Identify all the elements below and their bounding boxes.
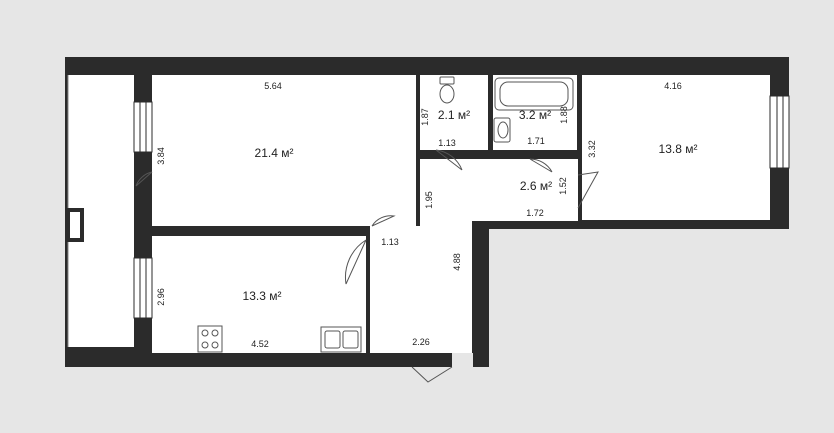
kitchen-height: 2.96 — [156, 288, 166, 306]
toilet-height: 1.87 — [420, 108, 430, 126]
living-room — [152, 75, 416, 226]
small-hall — [472, 159, 578, 221]
toilet-width: 1.13 — [438, 138, 456, 148]
small-hall-width: 1.72 — [526, 208, 544, 218]
toilet-fixture — [439, 76, 455, 104]
hallway-lower — [370, 226, 472, 353]
kitchen — [152, 236, 366, 353]
stove-fixture — [197, 325, 223, 353]
door-swings — [135, 149, 599, 383]
bathroom-width: 1.71 — [527, 136, 545, 146]
balcony-radiator-inner — [70, 212, 80, 238]
bathroom-height: 1.88 — [559, 106, 569, 124]
toilet-area: 2.1 м² — [438, 108, 470, 122]
living-room-height: 3.84 — [156, 147, 166, 165]
kitchen-width: 4.52 — [251, 339, 269, 349]
kitchen-sink-fixture — [320, 326, 362, 353]
sink-fixture — [493, 117, 511, 143]
bathtub-fixture — [494, 77, 574, 111]
kitchen-area: 13.3 м² — [243, 289, 282, 303]
bedroom-area: 13.8 м² — [659, 142, 698, 156]
toilet — [420, 75, 488, 150]
bathroom — [493, 75, 577, 150]
hallway-width: 2.26 — [412, 337, 430, 347]
hallway-length: 4.88 — [452, 253, 462, 271]
bedroom-width: 4.16 — [664, 81, 682, 91]
small-hall-height: 1.52 — [558, 177, 568, 195]
small-hall-area: 2.6 м² — [520, 179, 552, 193]
bedroom-height: 3.32 — [587, 140, 597, 158]
bedroom — [582, 75, 770, 220]
living-room-area: 21.4 м² — [255, 146, 294, 160]
bathroom-area: 3.2 м² — [519, 108, 551, 122]
hallway-upper-width: 1.95 — [424, 191, 434, 209]
hallway-door-width: 1.13 — [381, 237, 399, 247]
windows — [133, 95, 790, 319]
living-room-width: 5.64 — [264, 81, 282, 91]
